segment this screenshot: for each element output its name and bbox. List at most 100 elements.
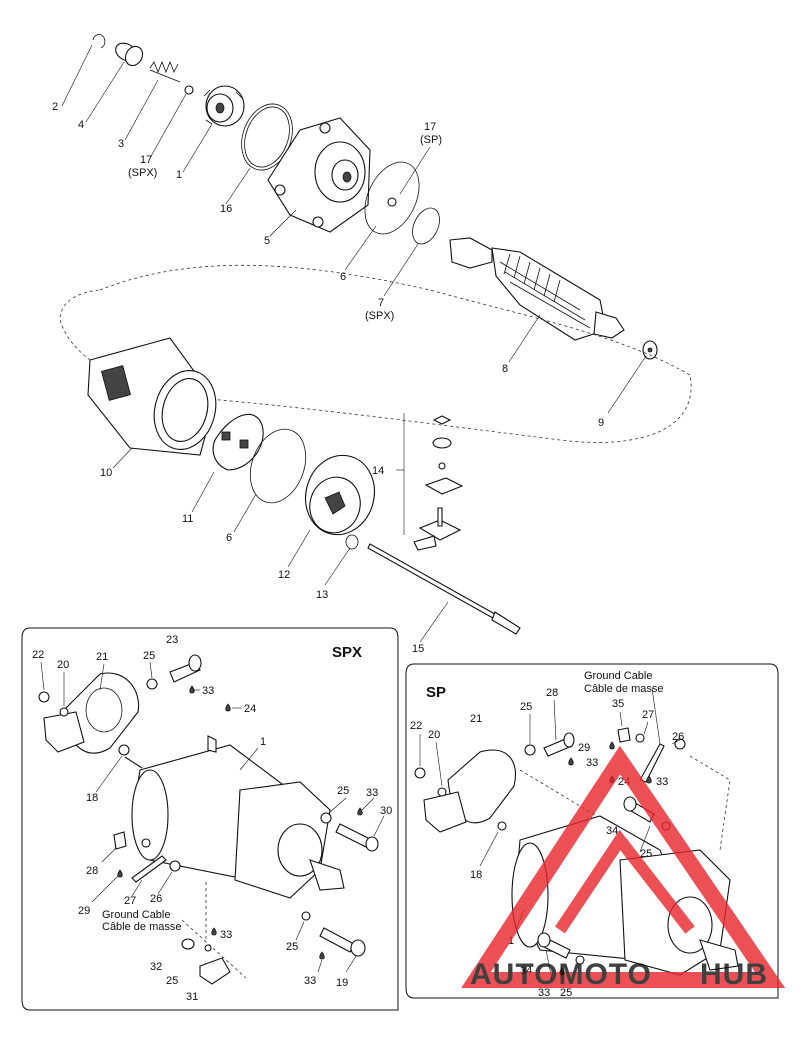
spx-label-19: 19 bbox=[336, 977, 348, 989]
washer-part bbox=[184, 85, 194, 95]
sp-label-33a: 33 bbox=[586, 757, 598, 769]
sp-label-21: 21 bbox=[470, 713, 482, 725]
spx-label-21: 21 bbox=[96, 651, 108, 663]
spx-panel: SPX bbox=[21, 627, 399, 1011]
spx-bracket bbox=[43, 711, 85, 753]
spx-label-29: 29 bbox=[78, 905, 90, 917]
sp-label-22: 22 bbox=[410, 720, 422, 732]
drive-pinion-part bbox=[203, 85, 245, 127]
spx-label-28: 28 bbox=[86, 865, 98, 877]
spx-drop-icon-5 bbox=[319, 951, 325, 960]
spx-drop-icon-2 bbox=[225, 703, 231, 712]
spx-frame bbox=[21, 627, 399, 1011]
label-6-upper: 6 bbox=[340, 271, 346, 283]
label-3: 3 bbox=[118, 138, 124, 150]
sp-label-25b: 25 bbox=[640, 848, 652, 860]
watermark-inner-triangle-icon bbox=[555, 829, 695, 934]
label-1: 1 bbox=[176, 169, 182, 181]
spx-label-33c: 33 bbox=[220, 929, 232, 941]
sp-label-29: 29 bbox=[578, 742, 590, 754]
leader-lines bbox=[61, 44, 647, 643]
sp-drop-icon-1 bbox=[568, 757, 574, 766]
watermark-text-hub: HUB bbox=[700, 958, 768, 991]
spx-label-25b: 25 bbox=[337, 785, 349, 797]
spx-label-25d: 25 bbox=[286, 941, 298, 953]
spx-label-18: 18 bbox=[86, 792, 98, 804]
watermark-triangle-icon bbox=[461, 745, 786, 988]
label-8: 8 bbox=[502, 363, 508, 375]
upper-assembly: 2 4 3 17 (SPX) 1 16 5 17 (SP) 6 7 (SPX) … bbox=[52, 34, 692, 655]
spx-label-30: 30 bbox=[380, 805, 392, 817]
spx-starter-motor bbox=[124, 735, 345, 899]
label-16: 16 bbox=[220, 203, 232, 215]
sp-drop-icon-4 bbox=[646, 775, 652, 784]
label-17-sp-sub: (SP) bbox=[420, 134, 442, 146]
label-11: 11 bbox=[182, 513, 193, 525]
sp-leaders bbox=[419, 687, 681, 981]
sp-label-20: 20 bbox=[428, 729, 440, 741]
spx-title: SPX bbox=[332, 644, 362, 661]
sp-label-28: 28 bbox=[546, 687, 558, 699]
o-ring-16 bbox=[241, 103, 293, 171]
label-17-sp: 17 bbox=[424, 121, 436, 133]
sp-label-18: 18 bbox=[470, 869, 482, 881]
spx-label-25a: 25 bbox=[143, 650, 155, 662]
spx-label-33a: 33 bbox=[202, 685, 214, 697]
spx-ground-cable: Ground Cable bbox=[102, 909, 171, 921]
armature-part bbox=[449, 237, 625, 341]
sleeve-part bbox=[115, 42, 144, 67]
spx-bolt-28 bbox=[113, 831, 127, 850]
sp-label-27: 27 bbox=[642, 709, 654, 721]
spx-label-25c: 25 bbox=[166, 975, 178, 987]
label-7-sub: (SPX) bbox=[365, 310, 394, 322]
through-bolt-part bbox=[367, 543, 521, 635]
o-ring-6b bbox=[249, 428, 307, 504]
label-17-spx: 17 bbox=[140, 154, 152, 166]
label-12: 12 bbox=[278, 569, 290, 581]
spx-label-1: 1 bbox=[260, 736, 266, 748]
spx-drop-icon-4 bbox=[117, 869, 123, 878]
sp-label-25c: 25 bbox=[560, 987, 572, 999]
main-labels: 2 4 3 17 (SPX) 1 16 5 17 (SP) 6 7 (SPX) … bbox=[52, 101, 604, 655]
spx-drop-icon-1 bbox=[189, 685, 195, 694]
sp-panel: SP bbox=[405, 663, 779, 999]
sp-label-33b: 33 bbox=[656, 776, 668, 788]
sp-label-34a: 34 bbox=[606, 825, 618, 837]
spx-label-27: 27 bbox=[124, 895, 136, 907]
spx-label-20: 20 bbox=[57, 659, 69, 671]
spx-label-22: 22 bbox=[32, 649, 44, 661]
label-6-lower: 6 bbox=[226, 532, 232, 544]
terminal-kit-part bbox=[396, 413, 464, 551]
watermark-text-auto: AUTOMOTO bbox=[470, 958, 652, 991]
label-9: 9 bbox=[598, 417, 604, 429]
circlip-part bbox=[92, 34, 106, 49]
label-5: 5 bbox=[264, 235, 270, 247]
sp-drop-icon-2 bbox=[609, 741, 615, 750]
o-ring-7 bbox=[412, 207, 440, 245]
spx-label-33b: 33 bbox=[366, 787, 378, 799]
label-7: 7 bbox=[378, 297, 384, 309]
spx-label-31: 31 bbox=[186, 991, 198, 1003]
spx-bolt-19 bbox=[319, 927, 355, 953]
label-17-spx-sub: (SPX) bbox=[128, 167, 157, 179]
sp-label-25a: 25 bbox=[520, 701, 532, 713]
spx-cable-27 bbox=[131, 855, 167, 883]
spx-drop-icon-6 bbox=[211, 927, 217, 936]
spring-part bbox=[149, 60, 181, 83]
yoke-frame-part bbox=[87, 337, 217, 456]
sp-label-35: 35 bbox=[612, 698, 624, 710]
drive-housing-part bbox=[267, 117, 371, 233]
label-10: 10 bbox=[100, 467, 112, 479]
spx-label-26: 26 bbox=[150, 893, 162, 905]
sp-bolt-35 bbox=[617, 727, 631, 743]
label-4: 4 bbox=[78, 119, 84, 131]
sp-title: SP bbox=[426, 684, 446, 701]
spx-cable-masse: Câble de masse bbox=[102, 921, 182, 933]
spx-label-24: 24 bbox=[244, 703, 256, 715]
sp-label-26: 26 bbox=[672, 731, 684, 743]
o-ring-6a bbox=[364, 161, 420, 235]
spx-clamp-31 bbox=[199, 957, 231, 985]
sp-frame bbox=[405, 663, 779, 999]
